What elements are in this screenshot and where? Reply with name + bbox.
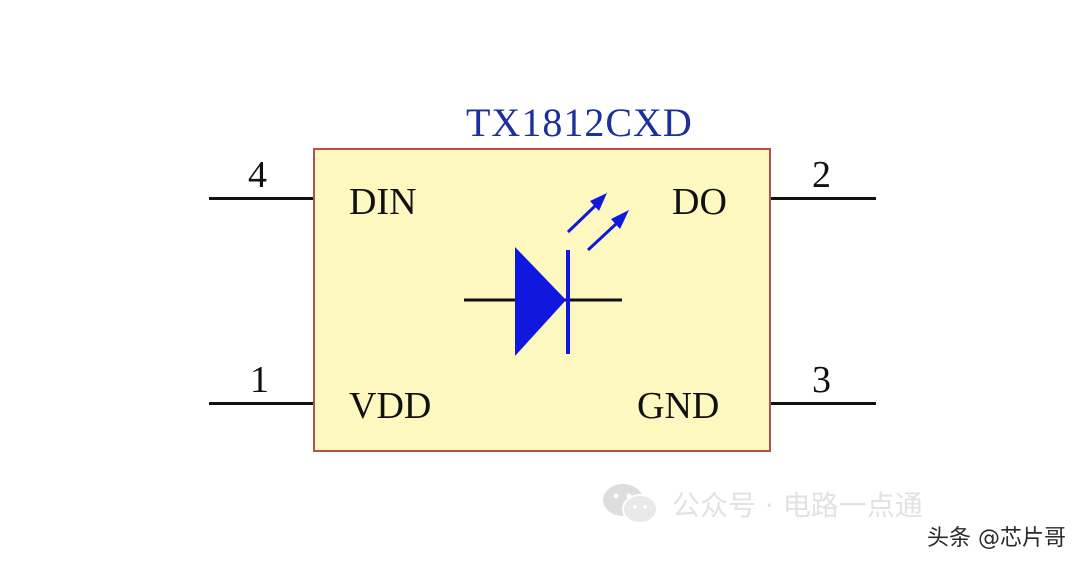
part-name: TX1812CXD [466,100,693,145]
pin-1-label: VDD [349,385,432,427]
pin-4-label: DIN [349,181,417,223]
pin-2-number: 2 [812,154,831,196]
pin-3-number: 3 [812,359,831,401]
pin-3-lead [771,402,876,405]
watermark-text: 公众号 · 电路一点通 [672,489,923,522]
led-icon [464,193,629,356]
pin-4-lead [209,197,313,200]
wechat-icon [603,484,658,524]
light-arrows [566,193,629,252]
pin-3-label: GND [637,385,720,427]
source-tag: 头条 @芯片哥 [927,526,1066,551]
pin-1-lead [209,402,313,405]
pin-2-label: DO [672,181,727,223]
pin-4-number: 4 [248,154,267,196]
pin-1-number: 1 [250,359,269,401]
pin-2-lead [771,197,876,200]
led-triangle [515,247,566,356]
watermark: 公众号 · 电路一点通 [602,482,923,526]
